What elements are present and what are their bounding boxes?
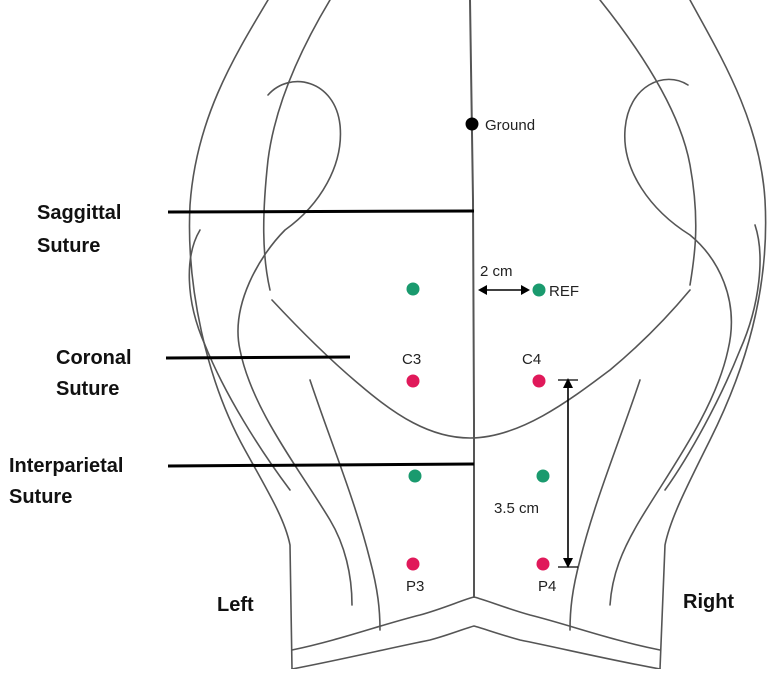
right-side-label: Right <box>683 591 734 613</box>
right-interparietal-electrode <box>537 470 550 483</box>
ground-label: Ground <box>485 117 535 134</box>
skull-outline <box>189 0 765 669</box>
sagittal-leader-line <box>168 211 474 212</box>
skull-bottom-edge-lower <box>292 626 660 669</box>
interparietal-suture-label-line1: Interparietal <box>9 455 123 477</box>
sagittal-midline <box>470 0 474 597</box>
ref-electrode <box>533 284 546 297</box>
vertical-distance-arrow <box>558 378 578 568</box>
skull-bottom-edge <box>292 597 660 650</box>
p4-electrode <box>537 558 550 571</box>
p3-electrode <box>407 558 420 571</box>
p4-label: P4 <box>538 578 556 595</box>
vertical-distance-label: 3.5 cm <box>494 500 539 517</box>
skull-lower-right-line <box>570 380 640 630</box>
skull-right-inner-contour <box>600 0 696 285</box>
left-reference-electrode <box>407 283 420 296</box>
c3-electrode <box>407 375 420 388</box>
ref-label: REF <box>549 283 579 300</box>
coronal-suture-label-line1: Coronal <box>56 347 132 369</box>
c4-electrode <box>533 375 546 388</box>
coronal-leader-line <box>166 357 350 358</box>
ref-distance-label: 2 cm <box>480 263 513 280</box>
coronal-suture-label-line2: Suture <box>56 378 119 400</box>
c4-label: C4 <box>522 351 541 368</box>
skull-right-lobe <box>665 225 760 490</box>
skull-left-outer-contour <box>189 0 292 669</box>
sagittal-suture-label-line1: Saggittal <box>37 202 121 224</box>
skull-left-lobe <box>189 230 290 490</box>
skull-right-outer-contour <box>660 0 766 669</box>
ref-distance-arrow <box>478 285 530 295</box>
ground-electrode <box>466 118 479 131</box>
interparietal-suture-label-line2: Suture <box>9 486 72 508</box>
c3-label: C3 <box>402 351 421 368</box>
left-interparietal-electrode <box>409 470 422 483</box>
left-side-label: Left <box>217 594 254 616</box>
interparietal-leader-line <box>168 464 474 466</box>
skull-left-wing <box>238 82 352 605</box>
sagittal-suture-label-line2: Suture <box>37 235 100 257</box>
skull-left-inner-contour <box>264 0 330 290</box>
p3-label: P3 <box>406 578 424 595</box>
